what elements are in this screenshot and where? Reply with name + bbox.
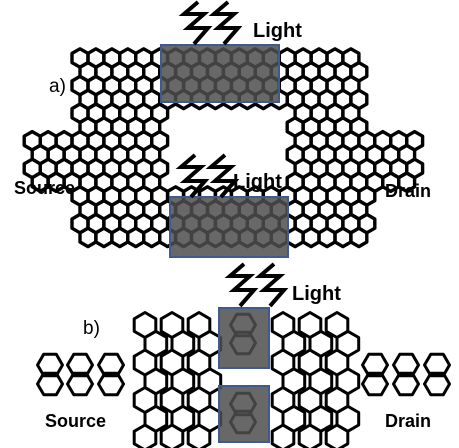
lattice-hexagon xyxy=(132,423,158,448)
lattice-hexagon xyxy=(423,371,451,397)
lattice-hexagon xyxy=(78,226,98,249)
lattice-hexagon xyxy=(94,226,114,249)
source-label-b: Source xyxy=(45,411,106,431)
lattice-hexagon xyxy=(301,226,321,249)
panel-b-illuminated-region-bottom xyxy=(218,385,270,443)
lattice-hexagon xyxy=(397,171,417,194)
light-wave-icon xyxy=(224,262,289,308)
light-label-top: Light xyxy=(253,20,302,42)
lattice-hexagon xyxy=(110,226,130,249)
lattice-hexagon xyxy=(66,371,94,397)
panel-a-label: a) xyxy=(49,76,66,97)
lattice-hexagon xyxy=(361,371,389,397)
drain-label-b: Drain xyxy=(385,411,431,431)
drain-label-a: Drain xyxy=(385,181,431,201)
light-label-middle: Light xyxy=(233,171,282,193)
lattice-hexagon xyxy=(297,423,323,448)
lattice-hexagon xyxy=(270,423,296,448)
lattice-hexagon xyxy=(317,226,337,249)
lattice-hexagon xyxy=(97,371,125,397)
lattice-hexagon xyxy=(392,371,420,397)
source-label-a: Source xyxy=(14,178,75,198)
light-wave-icon xyxy=(178,0,243,46)
panel-b-label: b) xyxy=(83,318,100,339)
panel-a-illuminated-region-bottom xyxy=(169,196,289,258)
lattice-hexagon xyxy=(349,226,369,249)
panel-b-illuminated-region-top xyxy=(218,307,270,369)
lattice-hexagon xyxy=(36,371,64,397)
panel-a-illuminated-region-top xyxy=(160,44,280,103)
lattice-hexagon xyxy=(285,226,305,249)
lattice-hexagon xyxy=(141,226,162,249)
lattice-hexagon xyxy=(159,423,185,448)
lattice-hexagon xyxy=(333,226,353,249)
light-label-b: Light xyxy=(292,283,341,305)
lattice-hexagon xyxy=(186,423,212,448)
lattice-hexagon xyxy=(126,226,146,249)
lattice-hexagon xyxy=(324,423,350,448)
light-wave-icon xyxy=(175,153,240,199)
